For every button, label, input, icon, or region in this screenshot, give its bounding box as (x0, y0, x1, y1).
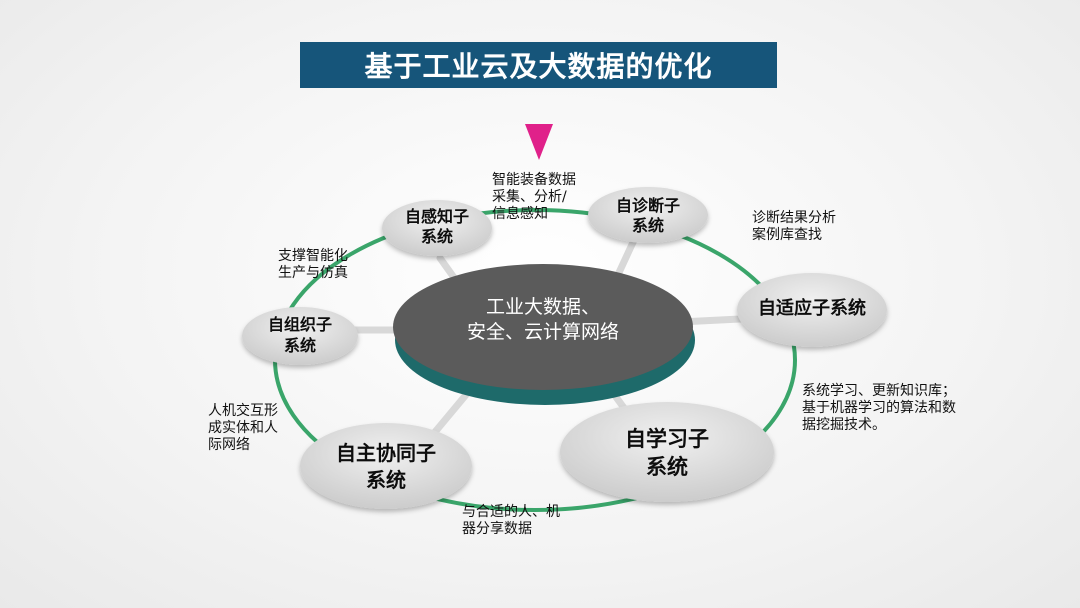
pointer-triangle-icon (525, 124, 553, 160)
node-diag-line-2: 系统 (632, 216, 664, 235)
node-org-line-2: 系统 (284, 336, 316, 355)
center-node-body (393, 264, 693, 390)
annotation-diag-adapt: 诊断结果分析 案例库查找 (752, 210, 836, 243)
node-diag: 自诊断子 系统 (588, 187, 708, 243)
center-line-2: 安全、云计算网络 (467, 321, 619, 343)
node-adapt: 自适应子系统 (737, 273, 887, 347)
node-org: 自组织子 系统 (242, 307, 358, 365)
node-learn-line-2: 系统 (646, 455, 688, 479)
node-diag-line-1: 自诊断子 (616, 196, 680, 215)
node-learn-line-1: 自学习子 (625, 427, 709, 451)
node-coop-line-2: 系统 (366, 468, 406, 492)
annotation-coop-org: 人机交互形 成实体和人 际网络 (208, 403, 278, 453)
center-node: 工业大数据、 安全、云计算网络 (393, 264, 695, 405)
annotation-sense-diag: 智能装备数据 采集、分析/ 信息感知 (492, 172, 576, 222)
node-coop: 自主协同子 系统 (300, 423, 472, 509)
node-adapt-line-1: 自适应子系统 (758, 297, 866, 319)
node-learn: 自学习子 系统 (560, 402, 774, 502)
node-sense-line-2: 系统 (421, 227, 453, 246)
annotation-org-sense: 支撑智能化 生产与仿真 (278, 248, 348, 281)
node-coop-line-1: 自主协同子 (336, 441, 436, 465)
node-sense: 自感知子 系统 (382, 200, 492, 256)
node-org-line-1: 自组织子 (268, 315, 332, 334)
annotation-learn-coop: 与合适的人、机 器分享数据 (462, 504, 560, 537)
page-title: 基于工业云及大数据的优化 (300, 42, 777, 88)
center-line-1: 工业大数据、 (486, 296, 600, 318)
annotation-adapt-learn: 系统学习、更新知识库； 基于机器学习的算法和数 据挖掘技术。 (802, 383, 956, 433)
node-sense-line-1: 自感知子 (405, 207, 469, 226)
